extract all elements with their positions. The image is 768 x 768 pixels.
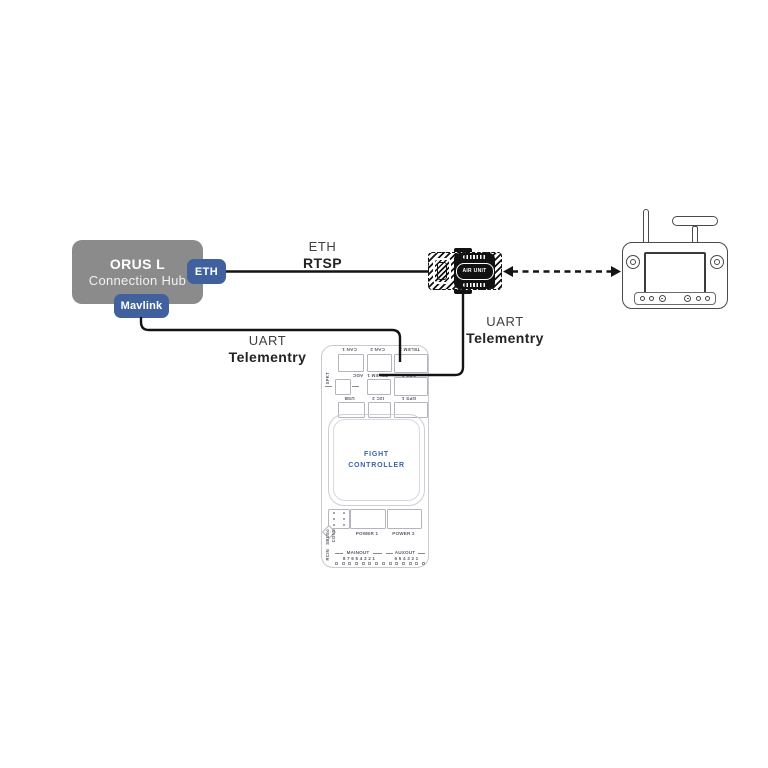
fc-label-can2: CAN 2 <box>370 347 385 352</box>
fc-label-adc: ADC <box>352 373 364 378</box>
fc-central-pad-inner: FIGHT CONTROLLER <box>333 419 420 501</box>
arrowhead-left-icon <box>503 266 513 277</box>
fc-port-telem1 <box>367 379 391 395</box>
fc-label-mainout: MAINOUT <box>346 550 370 555</box>
fc-label-usb: USB <box>344 396 355 401</box>
uart-link-label-left: UART Telementry <box>200 333 335 366</box>
controller-button <box>695 296 701 301</box>
eth-link-label: ETH RTSP <box>265 239 380 272</box>
air-unit-core-module: AIR UNIT <box>454 253 495 289</box>
fc-port-can2 <box>367 354 392 372</box>
fc-label-gps1: GPS 1 <box>401 396 417 401</box>
air-unit-bottom-stripe <box>463 283 486 287</box>
fc-servo-rail-pins <box>335 562 425 566</box>
fc-port-gps2 <box>394 377 428 396</box>
fc-auxout-pins: 6 5 4 3 2 1 <box>394 556 419 561</box>
fc-label-can1: CAN 1 <box>342 347 357 352</box>
fc-pin-connector <box>328 509 350 529</box>
fc-port-can1 <box>338 354 364 372</box>
flight-controller: CAN 1 CAN 2 TELEM 2 SPKT ADC TELEM 1 GPS… <box>321 345 429 568</box>
fc-port-spkt <box>335 379 351 395</box>
controller-button <box>684 295 692 302</box>
controller-screen <box>644 252 706 294</box>
fc-label-spkt: SPKT <box>325 372 330 385</box>
air-unit-chip-inner <box>437 262 447 280</box>
controller-button <box>704 296 710 301</box>
uart-protocol-label-left: UART <box>248 333 287 348</box>
fc-label-cons: CONS <box>331 529 336 543</box>
air-unit-label: AIR UNIT <box>462 268 487 274</box>
fc-label-sbuso: SBUSo <box>325 529 330 545</box>
telemetry-service-label-left: Telementry <box>228 349 307 365</box>
hub-title: ORUS L <box>109 255 166 272</box>
rtsp-service-label: RTSP <box>303 255 342 271</box>
fc-central-pad: FIGHT CONTROLLER <box>328 414 425 506</box>
fc-bracket-line <box>335 552 343 554</box>
arrowhead-right-icon <box>611 266 621 277</box>
fc-bracket-line <box>418 552 425 554</box>
controller-button <box>658 295 666 302</box>
fc-label-telem2: TELEM 2 <box>399 347 420 352</box>
air-unit-top-connector <box>454 248 472 254</box>
air-unit-oval: AIR UNIT <box>455 262 494 280</box>
fc-label-power2: POWER 2 <box>392 531 415 536</box>
air-unit-antenna-chip <box>433 258 451 284</box>
fc-bracket-line <box>386 552 393 554</box>
controller-gimbal-left <box>626 255 640 269</box>
fc-port-power1 <box>350 509 386 529</box>
fc-label-telem1: TELEM 1 <box>367 373 388 378</box>
fc-label-i2c2: I2C 2 <box>372 396 384 401</box>
uart-link-label-right: UART Telementry <box>445 314 565 347</box>
controller-button-row <box>634 292 716 305</box>
fc-title-line1: FIGHT <box>364 450 389 458</box>
fc-mainout-pins: 8 7 6 5 4 3 2 1 <box>342 556 376 561</box>
controller-button <box>649 296 655 301</box>
orus-hub-box: ORUS L Connection Hub <box>72 240 203 304</box>
hub-subtitle: Connection Hub <box>88 272 187 288</box>
eth-protocol-label: ETH <box>308 239 337 254</box>
fc-port-power2 <box>387 509 422 529</box>
air-unit-top-stripe <box>463 255 486 259</box>
fc-tick-mark <box>325 386 332 387</box>
fc-tick-mark <box>352 386 359 387</box>
eth-port-badge: ETH <box>187 259 226 284</box>
fc-label-auxout: AUXOUT <box>394 550 416 555</box>
fc-label-power1: POWER 1 <box>355 531 379 536</box>
telemetry-service-label-right: Telementry <box>466 330 544 346</box>
fc-bracket-line <box>373 552 382 554</box>
controller-paddle-antenna-icon <box>672 216 718 226</box>
controller-button <box>640 296 645 301</box>
fc-label-rcin: RCIN <box>325 549 330 561</box>
uart-protocol-label-right: UART <box>486 314 524 329</box>
controller-gimbal-right <box>710 255 724 269</box>
air-unit-bottom-connector <box>454 288 472 294</box>
fc-title-line2: CONTROLLER <box>348 461 405 469</box>
mavlink-port-badge: Mavlink <box>114 294 169 318</box>
fc-port-telem2 <box>394 354 428 373</box>
